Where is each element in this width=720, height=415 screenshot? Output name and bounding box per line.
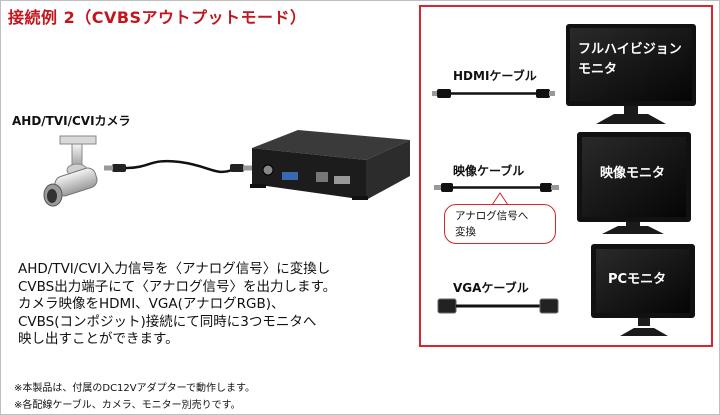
callout-line-1: アナログ信号へ (455, 210, 529, 222)
note-sold-separately: ※各配線ケーブル、カメラ、モニター別売りです。 (14, 400, 241, 411)
fullhd-monitor-icon (566, 24, 696, 124)
fullhd-monitor-label-line2: モニタ (578, 62, 618, 77)
vga-cable-label: VGAケーブル (453, 281, 529, 295)
video-cable (434, 183, 559, 192)
callout-line-2: 変換 (455, 226, 476, 238)
description-line: カメラ映像をHDMI、VGA(アナログRGB)、 (18, 296, 285, 312)
description-line: AHD/TVI/CVI入力信号を〈アナログ信号〉に変換し (18, 261, 331, 277)
analog-conversion-callout: アナログ信号へ 変換 (444, 204, 556, 244)
page-title: 接続例 2（CVBSアウトプットモード） (8, 8, 307, 27)
video-monitor-label: 映像モニタ (600, 166, 666, 181)
bnc-cable (104, 159, 252, 174)
description-line: CVBS出力端子にて〈アナログ信号〉を出力します。 (18, 278, 337, 295)
converter-box (250, 130, 410, 200)
vga-cable (437, 298, 559, 314)
fullhd-monitor-label-line1: フルハイビジョン (578, 42, 682, 57)
description-line: 映し出すことができます。 (18, 331, 179, 347)
description: AHD/TVI/CVI入力信号を〈アナログ信号〉に変換し CVBS出力端子にて〈… (18, 261, 336, 349)
pc-monitor-label: PCモニタ (608, 272, 667, 287)
video-cable-label: 映像ケーブル (453, 164, 525, 178)
camera-icon (43, 135, 98, 207)
hdmi-cable (432, 89, 555, 98)
hdmi-cable-label: HDMIケーブル (453, 69, 537, 83)
pc-monitor-icon (591, 244, 695, 336)
note-power: ※本製品は、付属のDC12Vアダプターで動作します。 (14, 383, 256, 394)
camera-label: AHD/TVI/CVIカメラ (12, 114, 131, 128)
video-monitor-icon (577, 132, 691, 234)
description-line: CVBS(コンポジット)接続にて同時に3つモニタへ (18, 313, 317, 330)
output-group-box (419, 5, 713, 347)
fullhd-monitor-label: フルハイビジョン モニタ (578, 40, 682, 80)
